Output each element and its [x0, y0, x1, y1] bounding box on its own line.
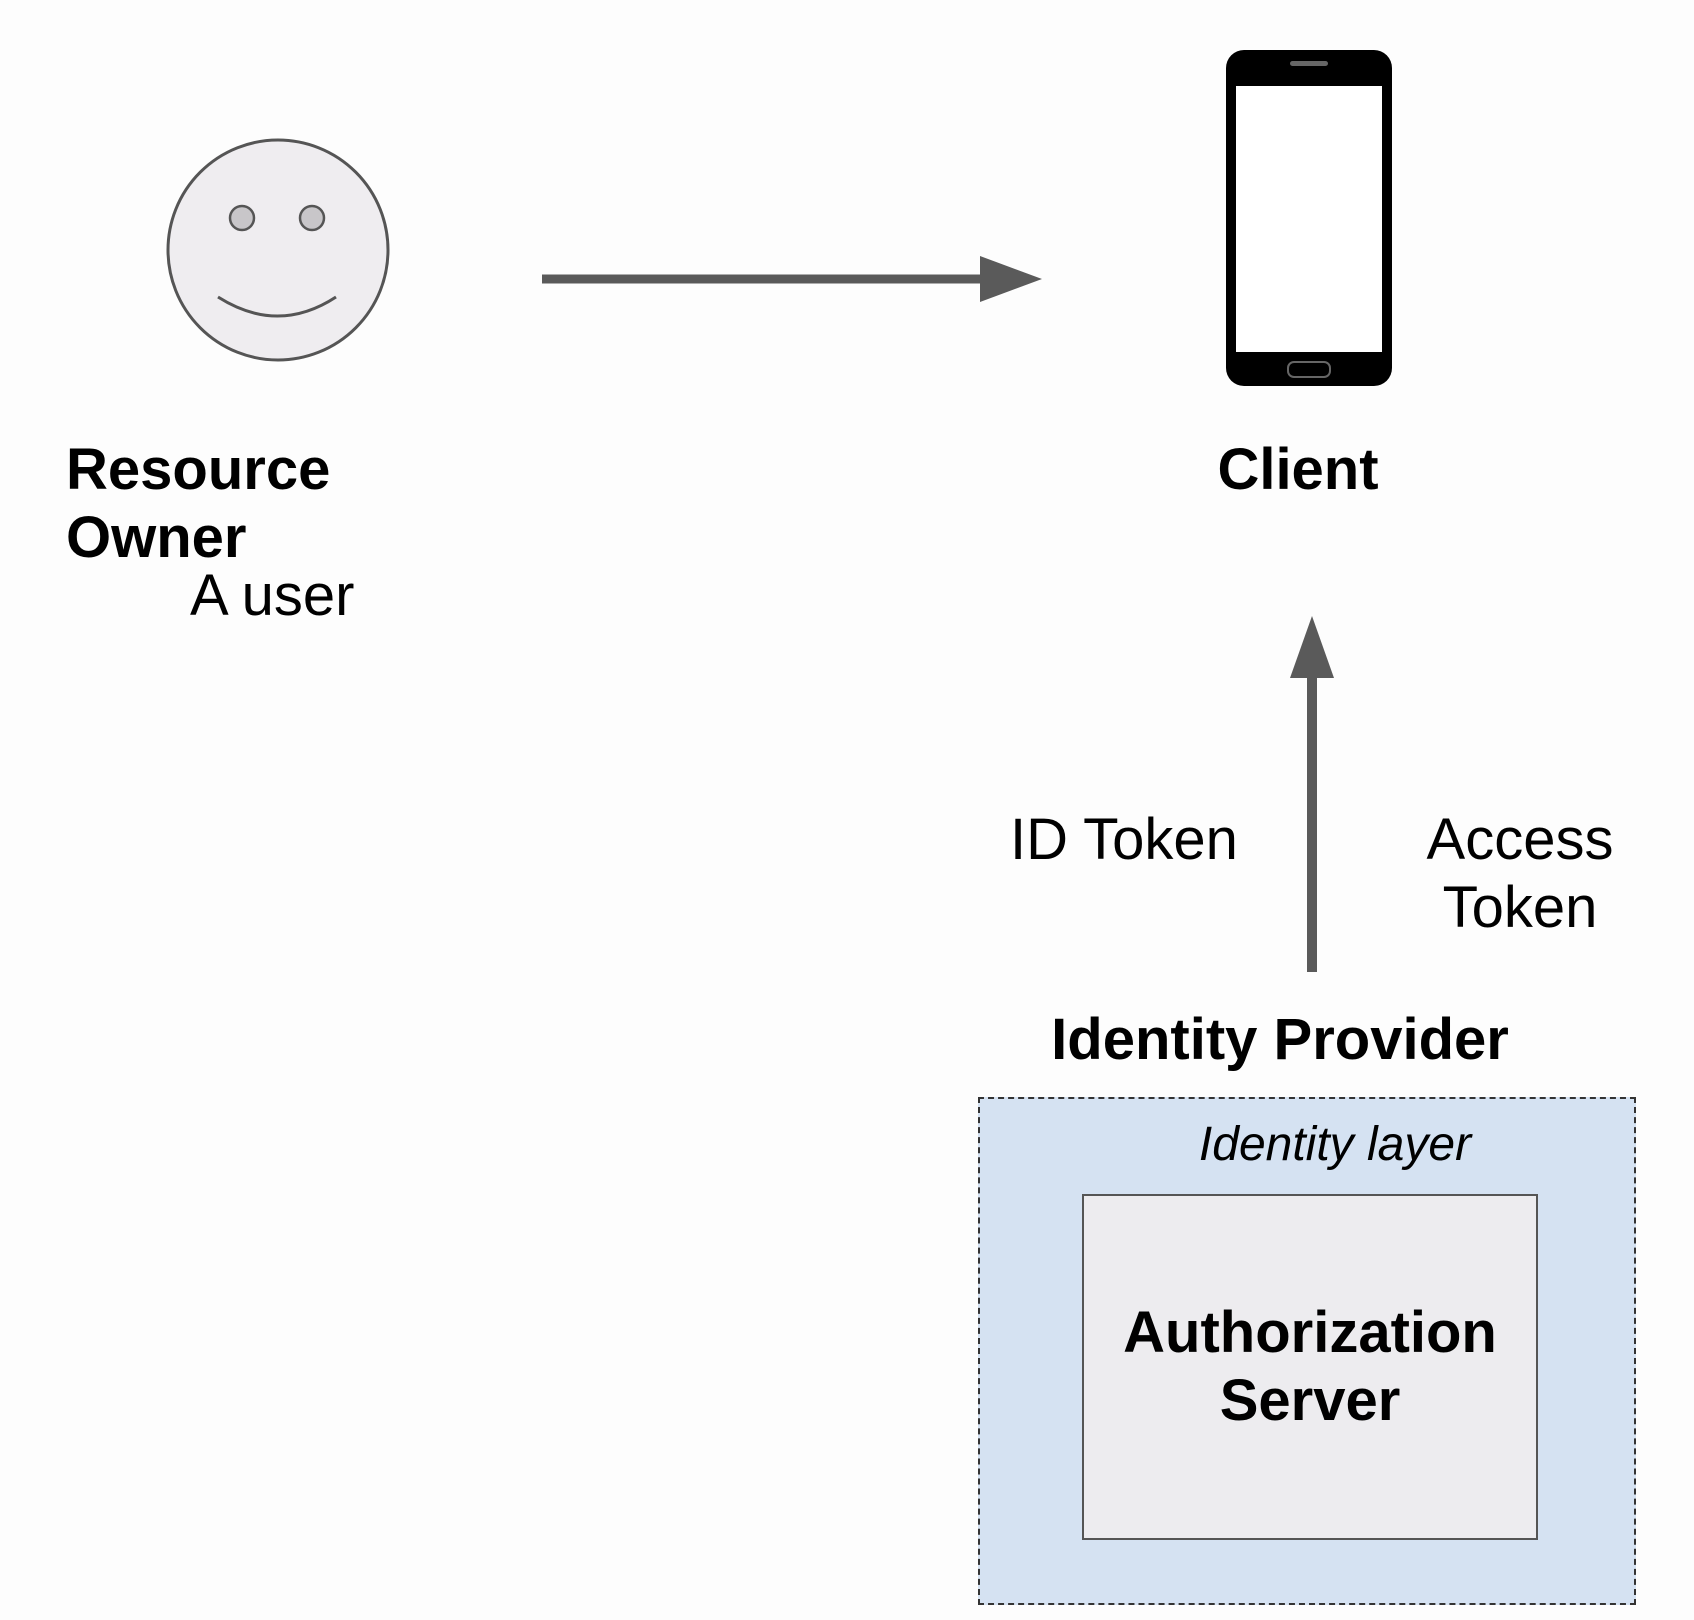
authorization-server-box: Authorization Server [1082, 1194, 1538, 1540]
arrow-owner-to-client [542, 256, 1042, 302]
identity-layer-label: Identity layer [1198, 1118, 1472, 1171]
resource-owner-label: Resource Owner [66, 437, 331, 570]
client-label: Client [1217, 437, 1379, 502]
arrow-idp-to-client [1290, 616, 1334, 972]
authorization-server-label: Authorization Server [1123, 1300, 1497, 1433]
smiley-face-icon [166, 138, 390, 362]
id-token-label: ID Token [1010, 807, 1238, 872]
access-token-label: Access Token [1426, 807, 1614, 940]
resource-owner-subtitle: A user [190, 563, 355, 628]
identity-provider-label: Identity Provider [1051, 1007, 1509, 1072]
smartphone-icon [1226, 50, 1392, 386]
